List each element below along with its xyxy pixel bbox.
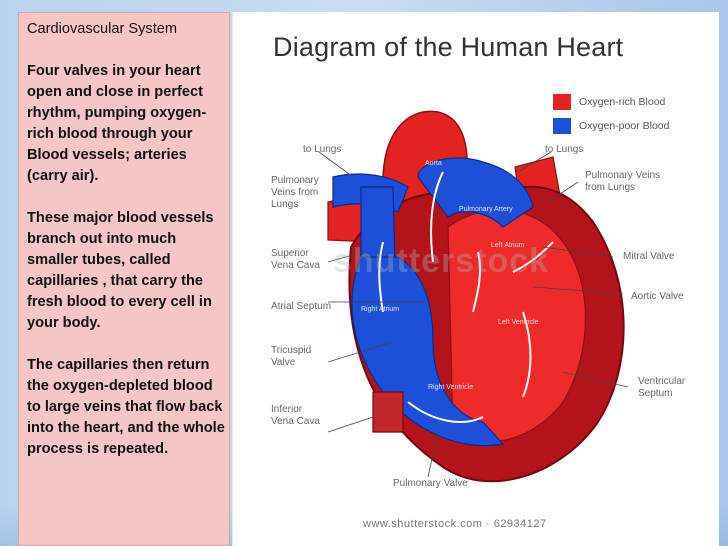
label-tricuspid-valve: Tricuspid Valve <box>271 345 312 368</box>
label-to-lungs-left: to Lungs <box>303 144 342 155</box>
label-aortic-valve: Aortic Valve <box>631 291 684 302</box>
leader-line <box>327 251 364 263</box>
leader-line <box>562 371 629 388</box>
label-ventricular-septum: Ventricular Septum <box>638 376 686 399</box>
label-atrial-septum: Atrial Septum <box>271 301 332 312</box>
leader-line <box>517 151 552 173</box>
legend-label: Oxygen-rich Blood <box>579 96 666 108</box>
paragraph-capillaries: These major blood vessels branch out int… <box>27 210 214 331</box>
watermark: shutterstock <box>333 242 550 280</box>
label-pulmonary-valve: Pulmonary Valve <box>393 478 468 489</box>
heart-diagram-image: Diagram of the Human Heart Oxygen-rich B… <box>232 12 719 546</box>
paragraph-valves: Four valves in your heart open and close… <box>27 63 207 184</box>
label-superior-vena-cava: Superior Vena Cava <box>271 248 320 271</box>
legend-label: Oxygen-poor Blood <box>579 120 670 132</box>
leader-line <box>427 431 439 478</box>
paragraph-return: The capillaries then return the oxygen-d… <box>27 357 225 457</box>
legend-swatch-blue <box>553 118 571 134</box>
leader-line <box>542 246 614 258</box>
heart-illustration <box>318 110 629 483</box>
legend-swatch-red <box>553 94 571 110</box>
label-pulmonary-veins-left: Pulmonary Veins from Lungs <box>271 175 319 210</box>
leader-line <box>318 151 354 178</box>
label-to-lungs-right: to Lungs <box>545 144 584 155</box>
flow-arrow <box>378 241 384 313</box>
leader-line <box>327 341 394 363</box>
diagram-title: Diagram of the Human Heart <box>273 32 624 62</box>
label-right-atrium: Right Atrium <box>361 306 400 313</box>
leader-line <box>532 286 624 295</box>
label-aorta: Aorta <box>425 160 442 167</box>
label-right-ventricle: Right Ventricle <box>428 384 474 391</box>
flow-arrow <box>430 171 444 263</box>
image-source-footer: www.shutterstock.com · 62934127 <box>363 518 547 530</box>
label-pulmonary-veins-right: Pulmonary Veins from Lungs <box>585 170 661 193</box>
leader-line <box>327 416 374 433</box>
flow-arrow <box>472 251 482 313</box>
legend-item-oxygen-rich: Oxygen-rich Blood <box>553 90 669 114</box>
label-mitral-valve: Mitral Valve <box>623 251 675 262</box>
panel-title: Cardiovascular System <box>27 21 178 37</box>
label-inferior-vena-cava: Inferior Vena Cava <box>271 404 320 427</box>
flow-arrow <box>407 401 484 423</box>
leader-line <box>547 181 579 203</box>
label-pulmonary-artery: Pulmonary Artery <box>459 206 513 213</box>
blood-flow-arrows <box>378 171 554 423</box>
label-left-ventricle: Left Ventricle <box>498 319 539 326</box>
pulmonary-artery-shape <box>417 157 534 228</box>
legend: Oxygen-rich Blood Oxygen-poor Blood <box>553 90 669 138</box>
label-left-atrium: Left Atrium <box>491 242 525 249</box>
label-leader-lines <box>318 151 629 478</box>
inferior-vena-cava-shape <box>372 391 404 433</box>
flow-arrow <box>522 311 532 398</box>
legend-item-oxygen-poor: Oxygen-poor Blood <box>553 114 669 138</box>
text-panel: Cardiovascular System Four valves in you… <box>18 12 230 546</box>
flow-arrow <box>512 241 554 273</box>
